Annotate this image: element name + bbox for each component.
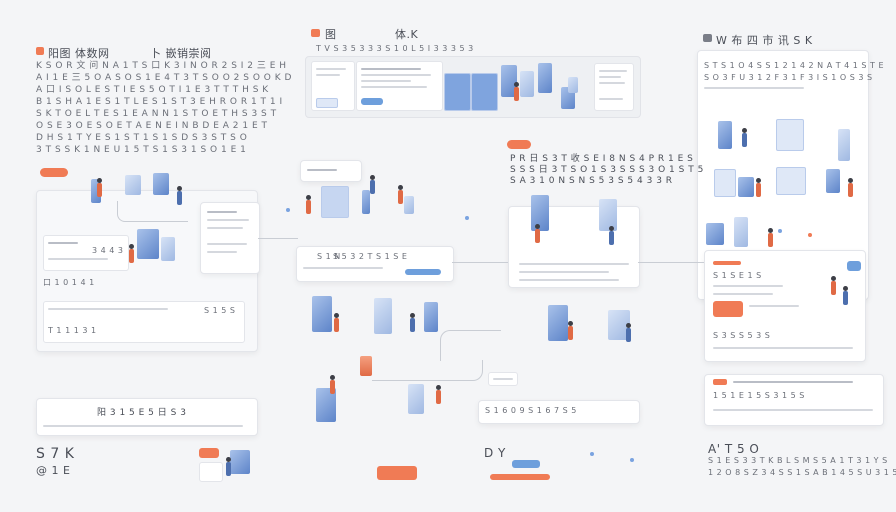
header-title: 阳图 体数网 [48, 47, 110, 60]
header-line: A 口 I S O L E S T I E S 5 O T I 1 E 3 T … [36, 85, 269, 95]
process-card [508, 195, 640, 288]
footer-tag-button[interactable] [199, 448, 219, 458]
inner-card[interactable]: S 1 5 S T 1 1 1 3 1 [43, 301, 245, 343]
badge[interactable] [488, 372, 518, 386]
footer-right-line: 1 2 O 8 S Z 3 4 S S 1 S A B 1 4 5 S U 3 … [708, 468, 896, 477]
brand-icon [36, 47, 44, 55]
inner-card-label: 3 4 4 3 [92, 246, 124, 255]
top-right-line: S O 3 F U 3 1 2 F 3 1 F 3 I S 1 O S 3 S [704, 73, 873, 82]
center-title-line: S S S 日 3 T S O 1 S 3 S S S 3 O 1 S T 5 [510, 165, 704, 175]
bottom-mid-row: S 1 6 0 9 S 1 6 7 S 5 [485, 406, 577, 415]
left-mid-row: 口 1 0 1 4 1 [43, 278, 95, 287]
flow-dot [590, 452, 594, 456]
center-card[interactable]: S 1 N S 5 3 2 T S 1 S E [296, 246, 454, 282]
footer-left-sub: @ 1 E [36, 464, 71, 477]
header-line: K S O R 文 问 N A 1 T S 口 K 3 I N O R 2 S … [36, 61, 287, 71]
header-line: O S E 3 O E S O E T A E N E I N B D E A … [36, 121, 268, 131]
footer-mid-button[interactable] [512, 460, 540, 468]
inner-card-row: T 1 1 1 3 1 [48, 326, 97, 335]
top-right-line: S T S 1 O 4 S S 1 2 1 4 2 N A T 4 1 S T … [704, 61, 885, 70]
right-card-row: S 3 S S 5 3 S [713, 331, 771, 340]
chart-tile[interactable] [471, 73, 498, 111]
right-card-label: S 1 S E 1 S [713, 271, 762, 280]
mini-card[interactable] [356, 61, 443, 111]
inner-card[interactable]: 3 4 4 3 [43, 235, 129, 271]
header-line: B 1 S H A 1 E S 1 T L E S 1 S T 3 E H R … [36, 97, 283, 107]
flow-connector [452, 262, 508, 264]
orange-cta-button[interactable] [377, 466, 417, 480]
top-right-title: W 布 四 市 讯 S K [716, 34, 813, 47]
header-line: 3 T S S K 1 N E U 1 5 T S 1 S 3 1 S O 1 … [36, 145, 247, 155]
bottom-right-row: 1 5 1 E 1 5 S 3 1 5 S [713, 391, 805, 400]
orange-tag[interactable] [507, 140, 531, 149]
header-line: D H S 1 T Y E S 1 S T 1 S 1 S D S 3 S T … [36, 133, 248, 143]
monitor [321, 186, 349, 218]
center-title-line: S A 3 1 0 N S N S 5 3 S 5 4 3 3 R [510, 176, 673, 186]
footer-mid-label: D Y [484, 446, 506, 460]
header-text-block: K S O R 文 问 N A 1 T S 口 K 3 I N O R 2 S … [36, 60, 292, 156]
bottom-mid-card: S 1 6 0 9 S 1 6 7 S 5 [478, 400, 640, 424]
header-title-right: 卜 嵌销崇阅 [150, 47, 212, 60]
top-center-panel [305, 56, 641, 118]
bottom-right-card: 1 5 1 E 1 5 S 3 1 5 S [704, 374, 884, 426]
folder-icon [703, 34, 712, 42]
center-card-button[interactable] [405, 269, 441, 275]
center-card-label: S 1 N [317, 252, 341, 261]
right-card-button[interactable] [713, 301, 743, 317]
folder-icon [311, 29, 320, 37]
top-center-label-left: 图 [325, 28, 337, 41]
bottom-left-title: 阳 3 1 5 E 5 日 S 3 [97, 408, 187, 418]
flow-dot [630, 458, 634, 462]
center-top-card[interactable] [300, 160, 362, 182]
header-line: S K T O E L T E S 1 E A N N 1 S T O E T … [36, 109, 277, 119]
top-center-row: T V S 3 5 3 3 3 S 1 0 L 5 I 3 3 3 5 3 [316, 44, 474, 53]
mini-card[interactable] [311, 61, 355, 111]
center-title-line: P R 日 S 3 T 收 S E I 8 N S 4 P R 1 E S [510, 154, 694, 164]
flow-connector [258, 238, 298, 240]
top-center-label-right: 体.K [395, 28, 419, 41]
orange-tag[interactable] [40, 168, 68, 177]
footer-small-card[interactable] [199, 462, 223, 482]
flow-dot [465, 216, 469, 220]
footer-mid-orange-bar[interactable] [490, 474, 550, 480]
header-line: A I 1 E 三 5 O A S O S 1 E 4 T 3 T S O O … [36, 73, 292, 83]
right-info-card: S 1 S E 1 S S 3 S S 5 3 S [704, 250, 866, 362]
footer-right-line: S 1 E S 3 3 T K B L S M S 5 A 1 T 3 1 Y … [708, 456, 888, 465]
flow-dot [286, 208, 290, 212]
bottom-left-card: 阳 3 1 5 E 5 日 S 3 [36, 398, 258, 436]
center-title-block: P R 日 S 3 T 收 S E I 8 N S 4 P R 1 E S S … [510, 154, 704, 187]
document-card[interactable] [200, 202, 260, 274]
center-card-row: S 5 3 2 T S 1 S E [333, 252, 408, 261]
server-stack [360, 356, 372, 376]
mini-card[interactable] [594, 63, 634, 111]
chart-tile[interactable] [444, 73, 471, 111]
footer-left-title: S 7 K [36, 446, 75, 462]
flow-connector [638, 262, 704, 264]
inner-card-label: S 1 5 S [204, 306, 236, 315]
footer-right-title: A' T 5 O [708, 442, 760, 456]
